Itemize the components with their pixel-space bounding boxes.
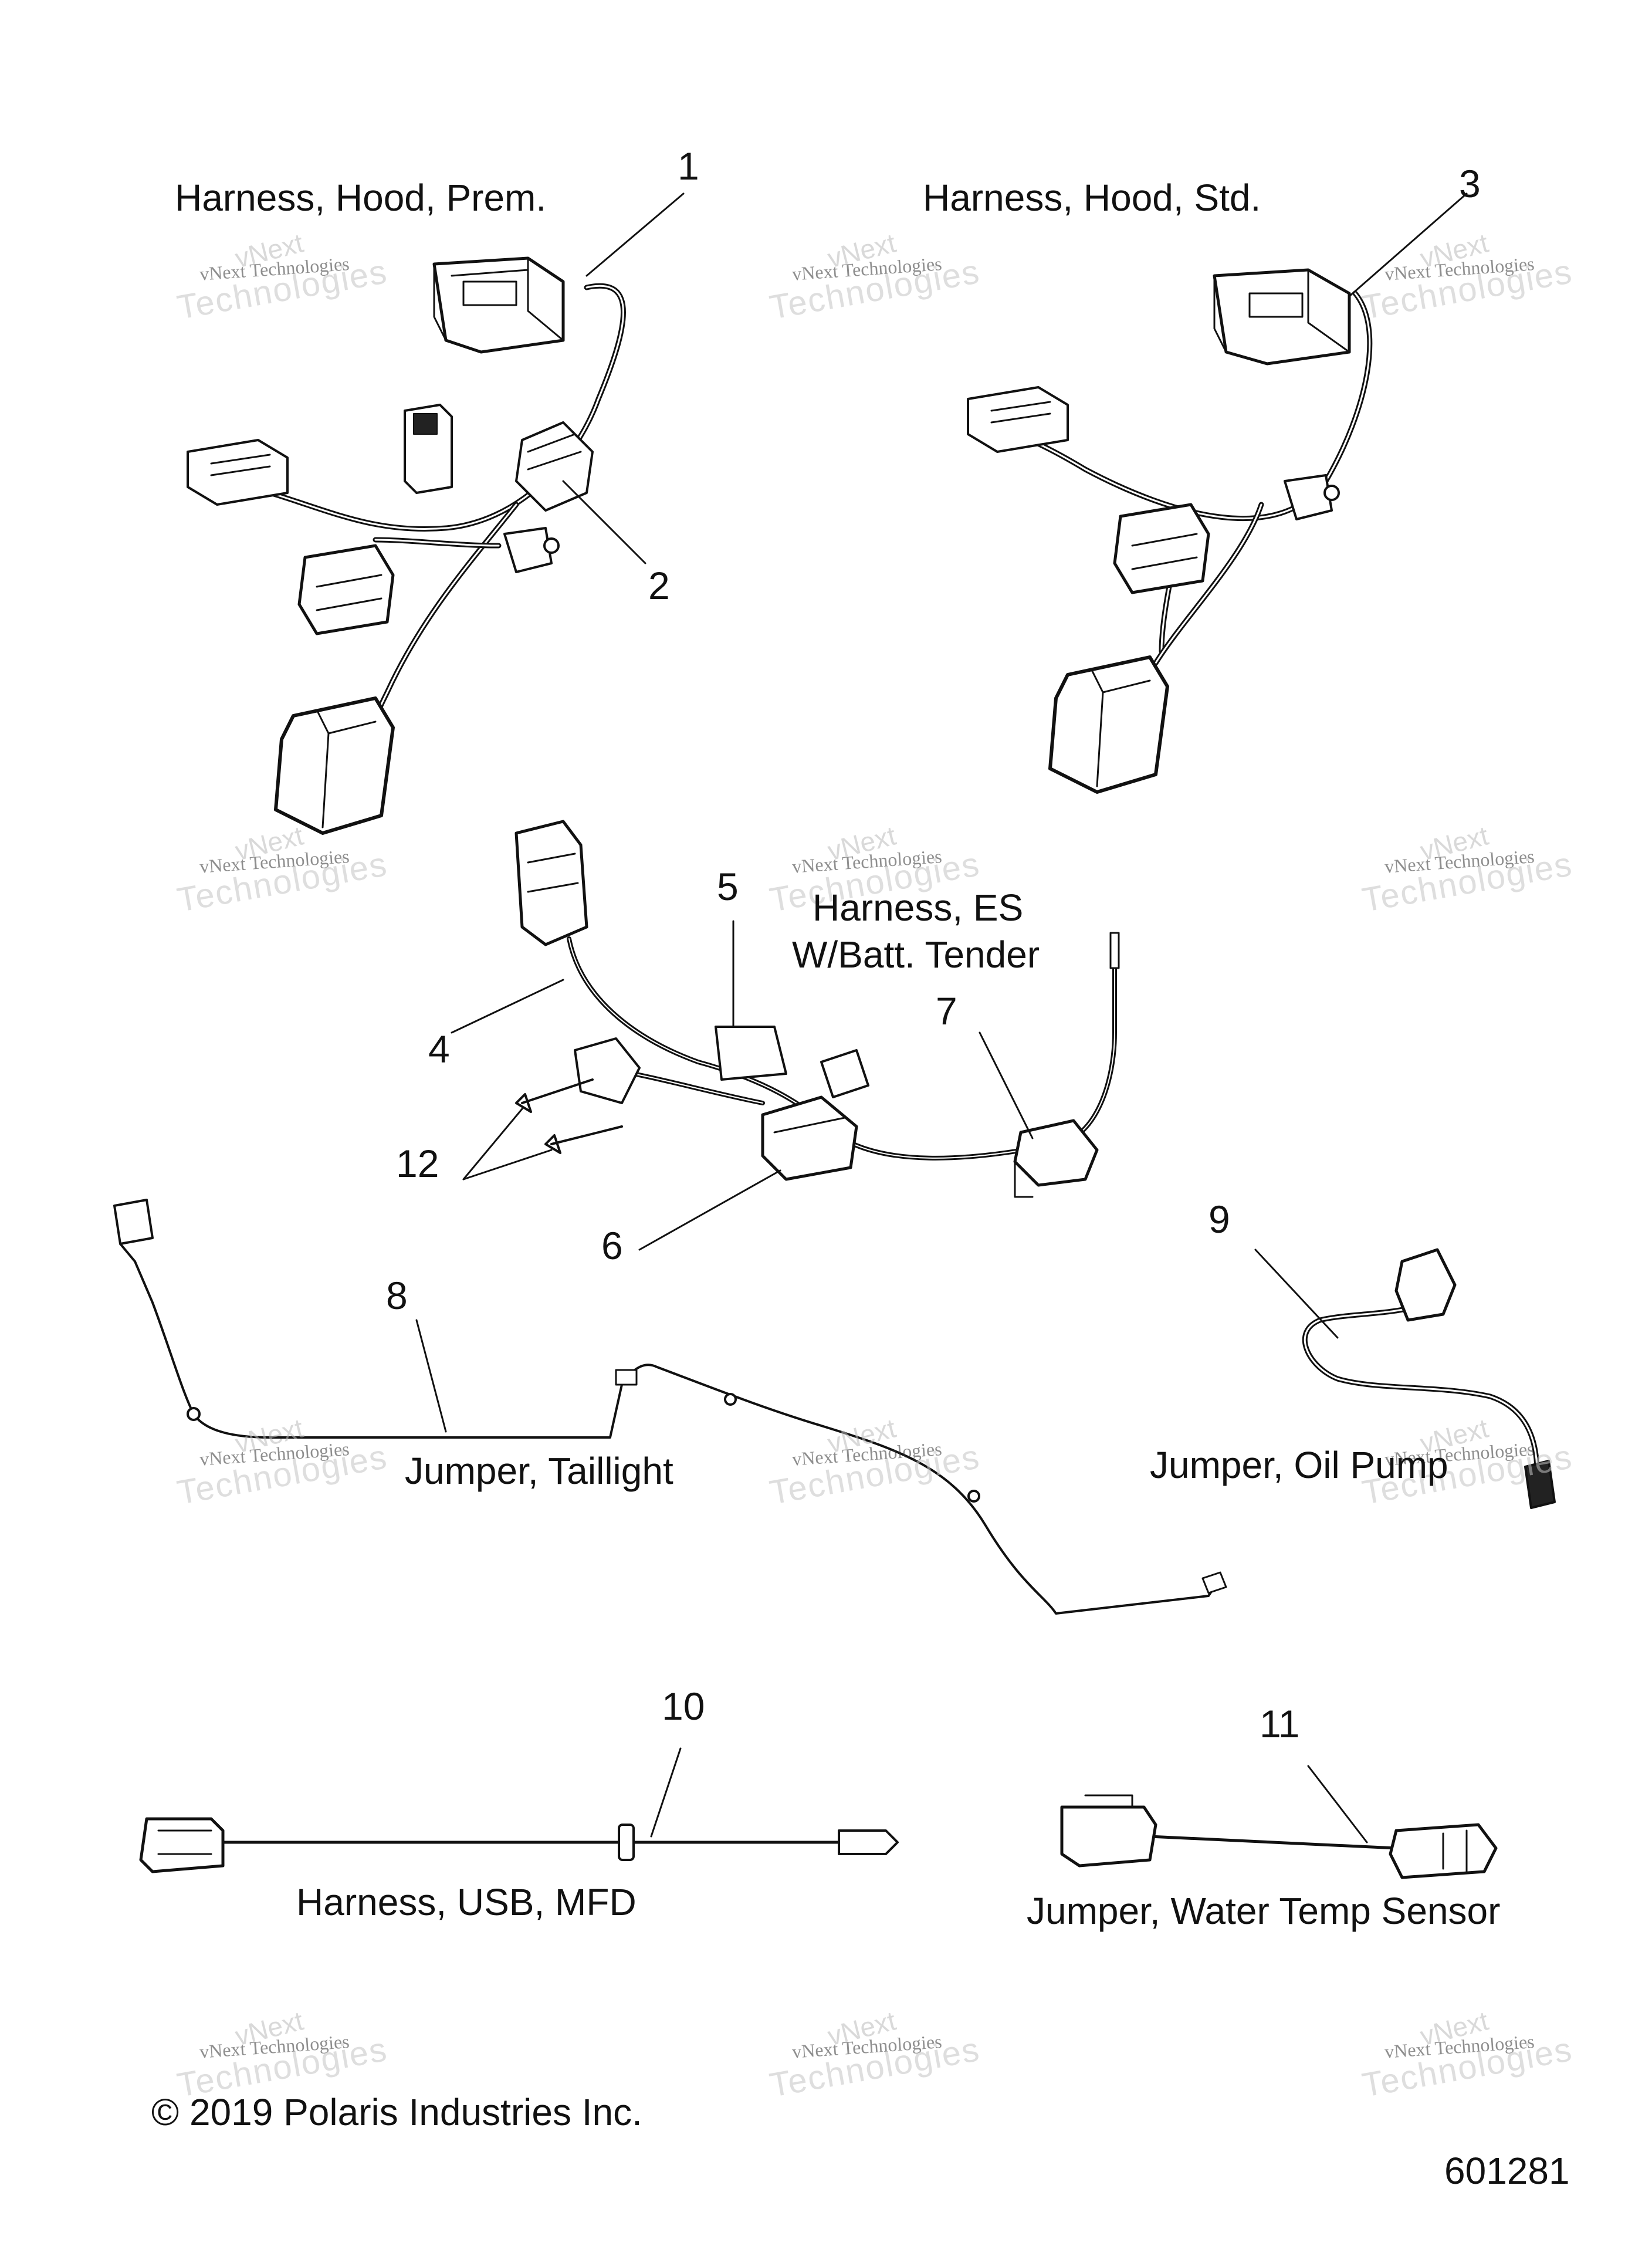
- callout-3: 3: [1459, 162, 1481, 205]
- leader-lines: [415, 192, 1468, 1843]
- callout-8: 8: [386, 1274, 408, 1317]
- callout-1: 1: [678, 144, 699, 188]
- leader-11: [1307, 1765, 1368, 1843]
- caption-es-harness-line-2: W/Batt. Tender: [792, 933, 1040, 976]
- leader-2: [562, 480, 646, 564]
- part-1-hood-harness-prem: [187, 256, 626, 835]
- part-9-oil-pump-jumper: [1302, 1248, 1556, 1509]
- caption-oil-pump-jumper: Jumper, Oil Pump: [1150, 1444, 1448, 1486]
- callout-7: 7: [936, 989, 957, 1033]
- leader-1: [585, 192, 685, 277]
- caption-hood-harness-std: Harness, Hood, Std.: [923, 177, 1261, 219]
- leader-4: [451, 979, 564, 1034]
- leader-10: [650, 1747, 682, 1838]
- callout-10: 10: [662, 1684, 705, 1728]
- leader-12b: [462, 1149, 553, 1180]
- caption-taillight-jumper: Jumper, Taillight: [405, 1450, 673, 1492]
- leader-9: [1254, 1249, 1339, 1339]
- part-8-taillight-jumper: [113, 1199, 1227, 1615]
- leader-7: [979, 1031, 1034, 1139]
- part-10-usb-harness: [139, 1817, 899, 1873]
- callout-2: 2: [648, 564, 670, 607]
- callout-6: 6: [601, 1224, 623, 1267]
- caption-water-temp-jumper: Jumper, Water Temp Sensor: [1027, 1890, 1501, 1932]
- leader-8: [415, 1319, 447, 1433]
- callout-11: 11: [1260, 1702, 1300, 1745]
- caption-es-harness-line-1: Harness, ES: [813, 887, 1024, 929]
- part-3-hood-harness-std: [967, 268, 1373, 794]
- leader-6: [638, 1169, 781, 1251]
- callout-12: 12: [396, 1142, 439, 1185]
- part-11-water-temp-jumper: [1060, 1794, 1498, 1879]
- caption-usb-harness: Harness, USB, MFD: [296, 1881, 637, 1923]
- figure-number: 601281: [1444, 2150, 1570, 2192]
- leader-3: [1348, 192, 1468, 297]
- part-4-es-harness: [514, 820, 1120, 1198]
- caption-hood-harness-prem: Harness, Hood, Prem.: [175, 177, 547, 219]
- leader-12a: [462, 1108, 523, 1180]
- callout-9: 9: [1208, 1197, 1230, 1241]
- callout-4: 4: [428, 1027, 450, 1071]
- copyright-notice: © 2019 Polaris Industries Inc.: [151, 2091, 642, 2133]
- callout-5: 5: [717, 865, 739, 908]
